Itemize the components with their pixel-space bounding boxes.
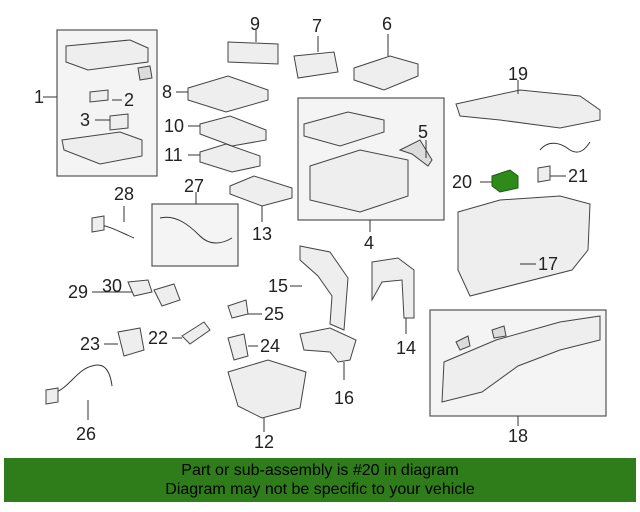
part-24 [227, 333, 249, 361]
footer-line-1: Part or sub-assembly is #20 in diagram [181, 462, 459, 479]
callout-13: 13 [252, 224, 272, 244]
callout-18: 18 [508, 426, 528, 446]
callout-7: 7 [312, 16, 322, 36]
group-box-27 [151, 203, 239, 267]
callout-5: 5 [418, 122, 428, 142]
callout-20: 20 [452, 172, 472, 192]
callout-10: 10 [164, 116, 184, 136]
callout-9: 9 [250, 14, 260, 34]
callout-6: 6 [382, 14, 392, 34]
part-11 [199, 143, 261, 173]
callout-24: 24 [260, 336, 280, 356]
part-12 [227, 359, 307, 419]
part-15 [299, 245, 349, 331]
part-17-console-panel [457, 195, 591, 297]
parts-diagram: 1 2 3 4 5 6 7 8 9 10 11 12 13 14 15 16 1… [34, 14, 607, 452]
callout-1: 1 [34, 87, 44, 107]
console-side-trim [441, 315, 601, 403]
armrest-lid [65, 39, 149, 71]
callout-3: 3 [80, 110, 90, 130]
callout-4: 4 [364, 233, 374, 253]
part-13 [229, 175, 293, 207]
callout-2: 2 [124, 90, 134, 110]
part-14 [371, 257, 415, 319]
part-22 [181, 321, 211, 345]
part-9 [227, 41, 279, 65]
footer-banner: Part or sub-assembly is #20 in diagram D… [4, 458, 636, 502]
callout-15: 15 [268, 276, 288, 296]
part-25 [227, 299, 249, 319]
part-6 [353, 55, 419, 91]
callout-21: 21 [568, 166, 588, 186]
part-16 [299, 327, 357, 363]
callout-19: 19 [508, 64, 528, 84]
storage-bin [309, 149, 409, 213]
part-20-highlight [491, 169, 519, 193]
callout-29: 29 [68, 282, 88, 302]
part-21-harness [539, 141, 591, 153]
callout-23: 23 [80, 334, 100, 354]
callout-25: 25 [264, 304, 284, 324]
callout-16: 16 [334, 388, 354, 408]
part-8 [187, 75, 269, 113]
part-26-harness [51, 364, 113, 395]
console-bracket [61, 131, 143, 165]
part-23 [117, 327, 145, 357]
callout-11: 11 [164, 145, 183, 165]
callout-12: 12 [254, 432, 274, 452]
callout-28: 28 [114, 184, 134, 204]
part-10 [199, 115, 267, 147]
part-7 [293, 51, 339, 79]
footer-line-2: Diagram may not be specific to your vehi… [165, 481, 475, 498]
callout-14: 14 [396, 338, 416, 358]
callout-8: 8 [162, 82, 172, 102]
callout-17: 17 [538, 254, 558, 274]
callout-22: 22 [148, 328, 168, 348]
callout-27: 27 [184, 176, 204, 196]
part-19 [455, 89, 601, 129]
callout-30: 30 [102, 276, 122, 296]
callout-26: 26 [76, 424, 96, 444]
